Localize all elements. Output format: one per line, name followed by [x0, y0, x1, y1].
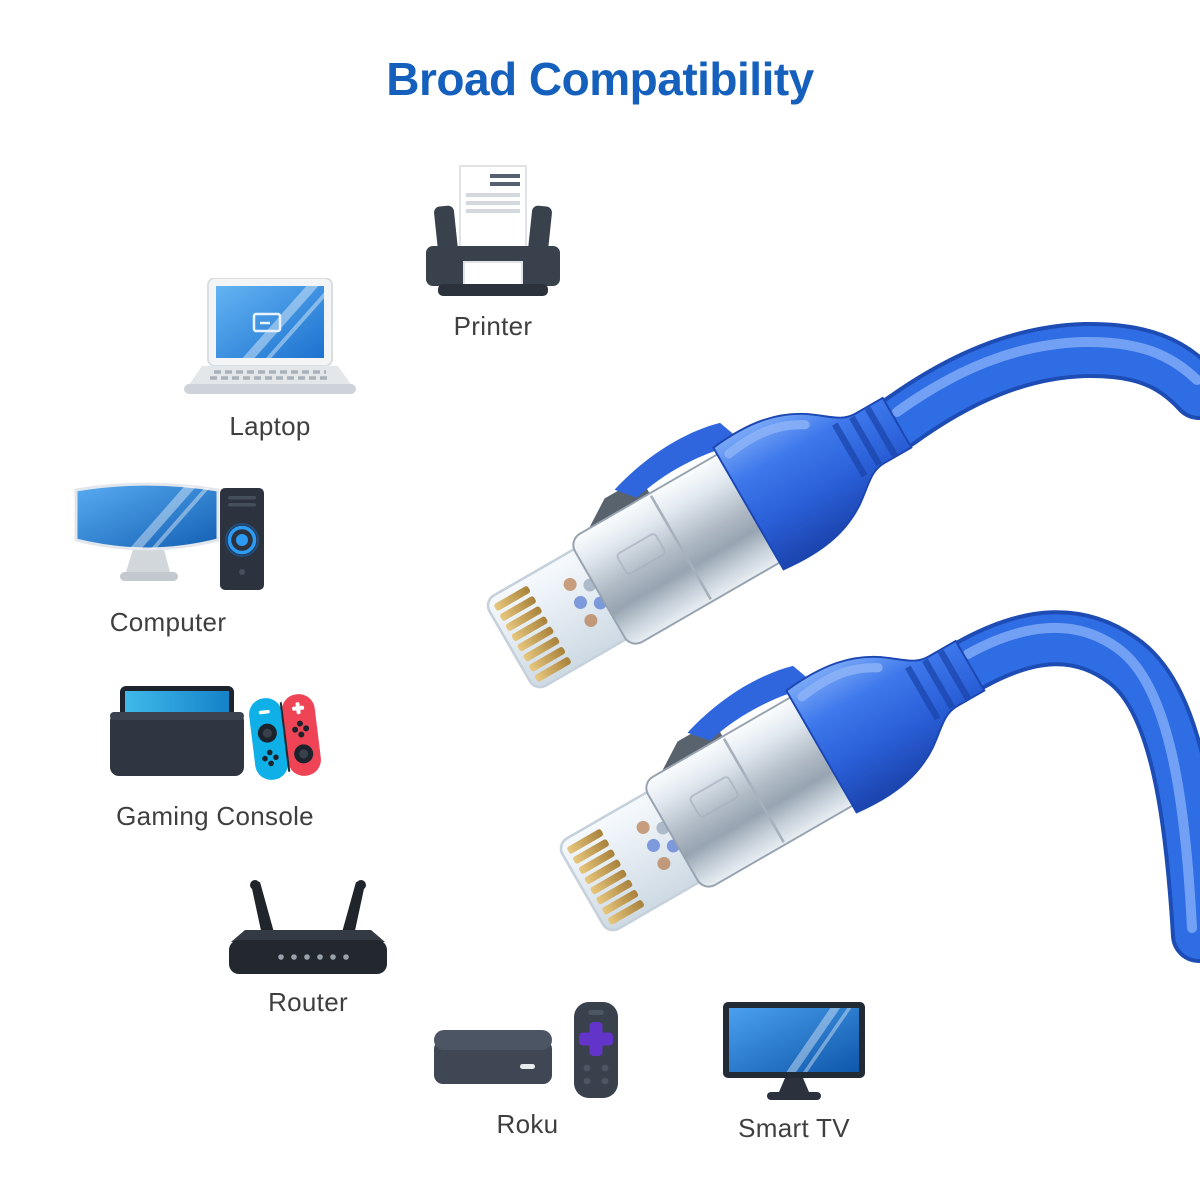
- device-printer: Printer: [408, 164, 578, 342]
- laptop-icon: [184, 278, 356, 394]
- smart-tv-icon: [723, 1002, 865, 1100]
- device-label: Laptop: [229, 411, 311, 441]
- router-icon: [229, 880, 387, 974]
- device-roku: Roku: [430, 1002, 625, 1140]
- device-gaming-console: Gaming Console: [104, 684, 326, 832]
- device-label: Gaming Console: [116, 801, 314, 831]
- device-smart-tv: Smart TV: [719, 1000, 869, 1144]
- cable-lower: [944, 610, 1200, 963]
- device-laptop: Laptop: [178, 278, 362, 442]
- desktop-computer-icon: [74, 482, 264, 590]
- device-label: Computer: [109, 607, 227, 637]
- streaming-box-icon: [433, 1002, 618, 1098]
- device-label: Roku: [496, 1109, 559, 1139]
- device-computer: Computer: [68, 480, 268, 638]
- device-label: Printer: [453, 311, 533, 341]
- device-label: Smart TV: [738, 1113, 850, 1143]
- gaming-console-icon: [110, 686, 321, 780]
- device-label: Router: [268, 987, 348, 1017]
- page-title: Broad Compatibility: [386, 53, 814, 105]
- device-router: Router: [221, 876, 395, 1018]
- rj45-connector-upper: [462, 341, 933, 709]
- cable-upper: [871, 321, 1200, 450]
- printer-icon: [426, 165, 560, 296]
